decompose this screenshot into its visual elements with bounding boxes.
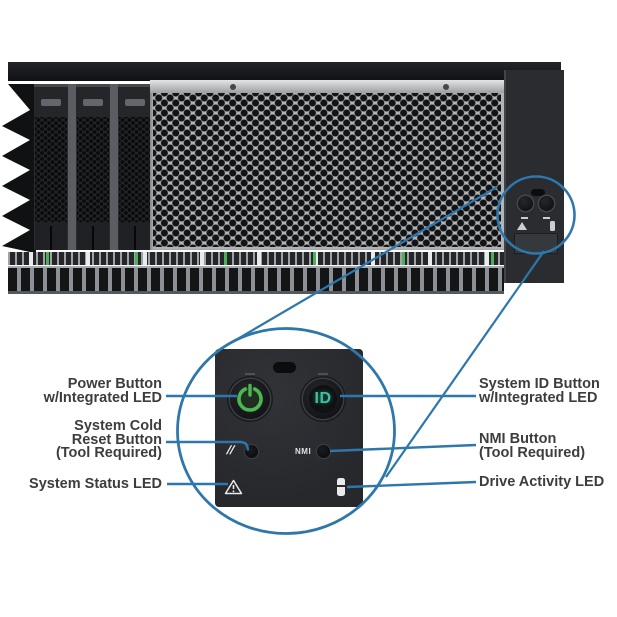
system-id-button: ID: [303, 379, 343, 419]
callout-label-status-led: System Status LED: [29, 476, 162, 492]
drive-bay-latch: [34, 84, 68, 120]
nmi-mark-small: [543, 217, 550, 219]
cold-reset-icon-small: [521, 217, 528, 219]
id-button-text: ID: [314, 390, 332, 407]
label-line: w/Integrated LED: [43, 389, 162, 406]
status-led-icon-small: [517, 222, 527, 230]
label-line: (Tool Required): [55, 445, 162, 461]
callout-line-drive-led: [346, 480, 477, 489]
panel-cutout: [273, 362, 296, 373]
drive-bay-foot: [35, 222, 67, 250]
chassis-top-edge: [8, 62, 561, 81]
chassis-left-sawtooth: [2, 84, 36, 252]
front-control-panel-region: [504, 70, 564, 283]
drive-bay: [76, 84, 110, 250]
screw-icon: [230, 84, 236, 90]
nmi-button: [316, 445, 330, 458]
drive-bay-latch: [118, 84, 152, 120]
label-line: w/Integrated LED: [479, 389, 598, 406]
label-line: Power Button: [67, 376, 162, 392]
label-line: System ID Button: [479, 376, 600, 392]
power-button-small: [518, 196, 533, 211]
label-line: System Status LED: [29, 476, 162, 492]
drive-bay-perforation: [35, 117, 67, 222]
drive-bay-latch: [76, 84, 110, 120]
system-id-button-small: [539, 196, 554, 211]
label-line: System Cold: [74, 418, 162, 434]
grille-top-strip: [150, 80, 504, 93]
panel-cutout-small: [531, 189, 545, 196]
cold-reset-icon: //: [225, 443, 235, 457]
id-button-well: ID: [309, 385, 337, 413]
power-button: [230, 379, 270, 419]
button-silkscreen: [318, 373, 328, 375]
vent-strip-lower: [8, 266, 504, 294]
mesh-grille: [150, 80, 504, 250]
drive-bay-foot: [77, 222, 109, 250]
nmi-label: NMI: [295, 447, 312, 456]
power-icon: [237, 383, 263, 412]
drive-bays: [34, 84, 152, 250]
honeycomb-pattern: [153, 93, 501, 247]
callout-label-nmi: NMI Button (Tool Required): [479, 431, 586, 461]
drive-bay: [34, 84, 68, 250]
drive-bay: [118, 84, 152, 250]
label-line: (Tool Required): [479, 444, 586, 461]
label-line: Reset Button: [71, 431, 162, 448]
cold-reset-button: [244, 445, 258, 458]
drive-bay-perforation: [119, 117, 151, 222]
system-status-led-icon: [224, 479, 243, 495]
panel-recess: [514, 233, 558, 254]
label-line: NMI Button: [479, 431, 557, 447]
callout-label-power-button: Power Button w/Integrated LED: [43, 376, 162, 406]
label-line: Drive Activity LED: [479, 474, 605, 490]
control-panel-zoom: ID // NMI: [215, 349, 363, 507]
callout-label-cold-reset: System Cold Reset Button (Tool Required): [55, 418, 162, 461]
latch-slot: [83, 99, 103, 106]
latch-slot: [125, 99, 145, 106]
callout-label-system-id: System ID Button w/Integrated LED: [479, 376, 600, 406]
vent-strip-upper: [8, 252, 504, 265]
screw-icon: [443, 84, 449, 90]
drive-bay-foot: [119, 222, 151, 250]
latch-slot: [41, 99, 61, 106]
drive-led-icon-small: [550, 221, 555, 231]
drive-bay-perforation: [77, 117, 109, 222]
button-silkscreen: [245, 373, 255, 375]
callout-label-drive-led: Drive Activity LED: [479, 474, 605, 490]
drive-activity-led-icon: [337, 478, 345, 496]
